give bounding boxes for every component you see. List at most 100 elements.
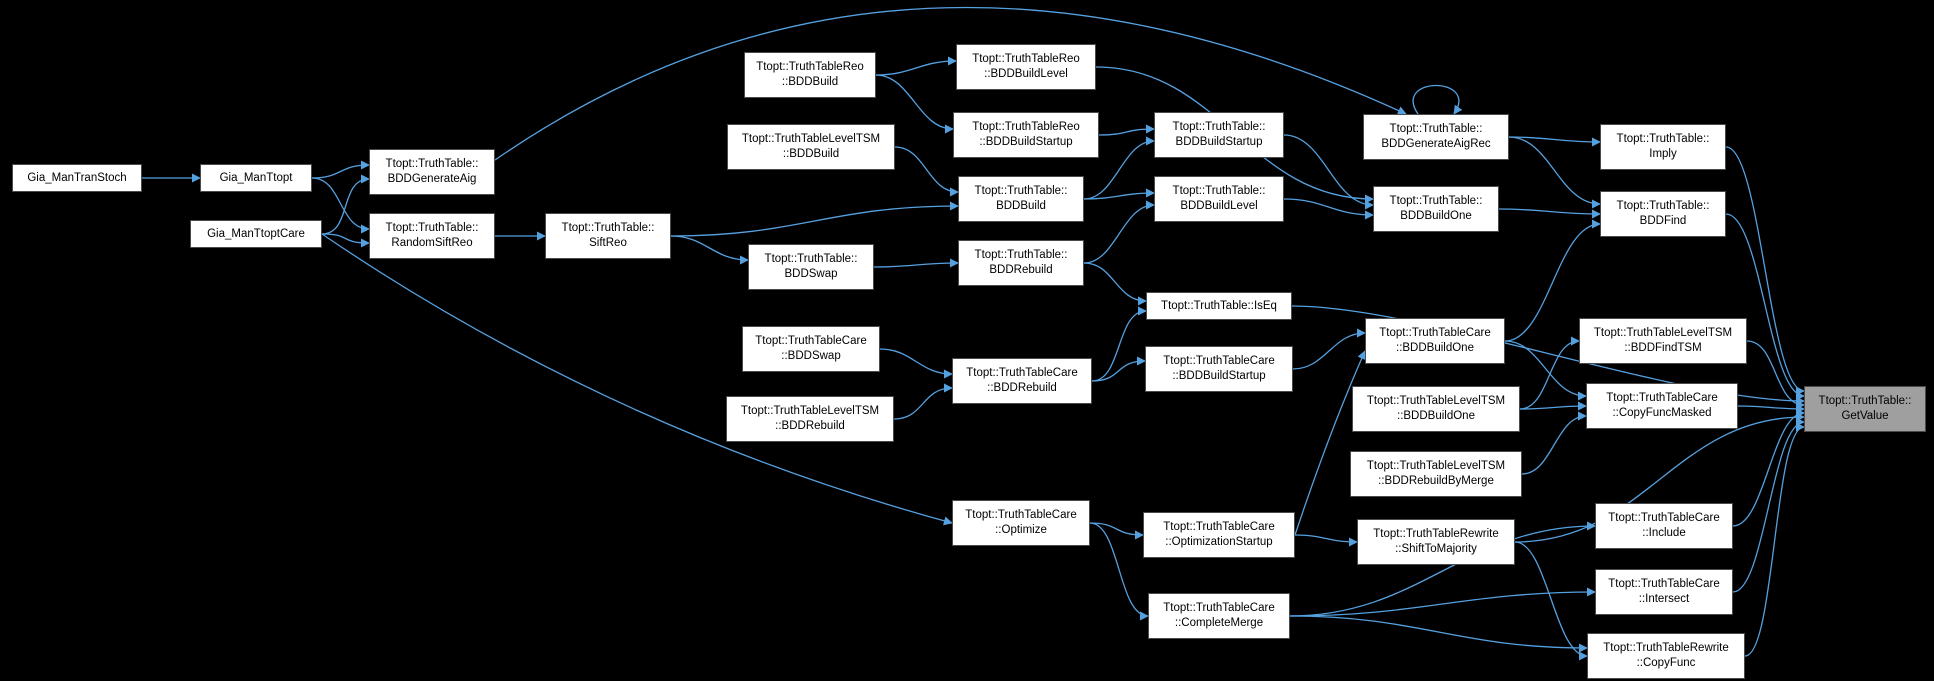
node-label-line: RandomSiftReo <box>391 237 473 249</box>
node-label-line: Ttopt::TruthTable::IsEq <box>1161 299 1277 312</box>
node-care-optimization-startup[interactable]: Ttopt::TruthTableCare::OptimizationStart… <box>1143 512 1295 558</box>
edge-care-include--tt-get-value <box>1732 408 1805 527</box>
edge-gia-man-ttopt-care--tt-random-sift-reo <box>321 233 370 248</box>
node-label-line: Ttopt::TruthTableLevelTSM <box>740 405 880 418</box>
node-tsm-bdd-build[interactable]: Ttopt::TruthTableLevelTSM::BDDBuild <box>727 124 895 170</box>
node-tsm-bdd-find-tsm[interactable]: Ttopt::TruthTableLevelTSM::BDDFindTSM <box>1579 318 1747 364</box>
edge-tt-bdd-generate-aig--tt-bdd-generate-aig-rec <box>494 6 1407 161</box>
node-label-line: Ttopt::TruthTableLevelTSM <box>1366 460 1506 473</box>
node-label-line: Ttopt::TruthTableLevelTSM <box>1593 327 1733 340</box>
node-gia-man-tran-stoch[interactable]: Gia_ManTranStoch <box>12 164 142 192</box>
node-tt-get-value[interactable]: Ttopt::TruthTable::GetValue <box>1804 386 1926 432</box>
node-label-line: Ttopt::TruthTableReo <box>972 121 1080 134</box>
node-label-line: BDDGenerateAigRec <box>1381 138 1491 150</box>
node-gia-man-ttopt-care[interactable]: Gia_ManTtoptCare <box>190 220 322 248</box>
node-tt-bdd-generate-aig[interactable]: Ttopt::TruthTable::BDDGenerateAig <box>369 149 495 195</box>
edge-tt-imply--tt-get-value <box>1725 146 1805 396</box>
node-label-line: Ttopt::TruthTableRewrite <box>1603 642 1729 655</box>
node-label-line: SiftReo <box>589 237 627 249</box>
node-label-line: Ttopt::TruthTable:: <box>974 185 1068 198</box>
node-label-line: Ttopt::TruthTable:: <box>1172 185 1266 198</box>
edge-care-complete-merge--care-include <box>1289 521 1596 617</box>
edge-care-complete-merge--rewrite-copy-func <box>1289 615 1588 653</box>
edge-reo-bdd-build--reo-bdd-build-startup <box>875 74 954 134</box>
edge-tsm-bdd-build-one--care-copy-func-masked <box>1519 401 1587 411</box>
edge-tt-bdd-build-one--tt-bdd-find <box>1498 208 1601 219</box>
edge-tt-sift-reo--tt-bdd-swap <box>670 235 749 265</box>
node-label-line: Ttopt::TruthTable:: <box>1616 133 1710 146</box>
edge-gia-man-ttopt--tt-random-sift-reo <box>311 177 370 234</box>
node-rewrite-copy-func[interactable]: Ttopt::TruthTableRewrite::CopyFunc <box>1587 633 1745 679</box>
node-tt-bdd-rebuild[interactable]: Ttopt::TruthTable::BDDRebuild <box>958 240 1084 286</box>
node-care-include[interactable]: Ttopt::TruthTableCare::Include <box>1595 503 1733 549</box>
node-label-line: ::BDDBuildOne <box>1397 410 1475 422</box>
node-care-intersect[interactable]: Ttopt::TruthTableCare::Intersect <box>1595 569 1733 615</box>
node-label-line: ::BDDBuild <box>782 148 840 160</box>
node-label-line: Ttopt::TruthTableCare <box>1608 578 1720 591</box>
edge-tt-bdd-generate-aig-rec--tt-imply <box>1508 136 1601 147</box>
node-label-line: BDDRebuild <box>989 264 1053 276</box>
node-care-optimize[interactable]: Ttopt::TruthTableCare::Optimize <box>952 500 1090 546</box>
node-label-line: Ttopt::TruthTableCare <box>1163 602 1275 615</box>
node-tt-is-eq[interactable]: Ttopt::TruthTable::IsEq <box>1146 292 1292 320</box>
node-label-line: Ttopt::TruthTableCare <box>966 367 1078 380</box>
node-tsm-bdd-rebuild[interactable]: Ttopt::TruthTableLevelTSM::BDDRebuild <box>726 396 894 442</box>
node-label-line: Ttopt::TruthTableLevelTSM <box>1366 395 1506 408</box>
node-label-line: BDDGenerateAig <box>387 173 477 185</box>
node-care-bdd-build-one[interactable]: Ttopt::TruthTableCare::BDDBuildOne <box>1365 318 1505 364</box>
node-care-bdd-build-startup[interactable]: Ttopt::TruthTableCare::BDDBuildStartup <box>1145 346 1293 392</box>
node-tsm-bdd-rebuild-by-merge[interactable]: Ttopt::TruthTableLevelTSM::BDDRebuildByM… <box>1350 451 1522 497</box>
node-label-line: Ttopt::TruthTable:: <box>385 158 479 171</box>
node-label-line: Ttopt::TruthTable:: <box>1389 195 1483 208</box>
node-care-complete-merge[interactable]: Ttopt::TruthTableCare::CompleteMerge <box>1148 593 1290 639</box>
node-reo-bdd-build-level[interactable]: Ttopt::TruthTableReo::BDDBuildLevel <box>956 44 1096 90</box>
edge-gia-man-ttopt-care--tt-bdd-generate-aig <box>321 174 370 235</box>
node-reo-bdd-build-startup[interactable]: Ttopt::TruthTableReo::BDDBuildStartup <box>953 112 1099 158</box>
node-tt-sift-reo[interactable]: Ttopt::TruthTable::SiftReo <box>545 213 671 259</box>
node-tt-imply[interactable]: Ttopt::TruthTable::Imply <box>1600 124 1726 170</box>
node-label-line: Ttopt::TruthTable:: <box>1818 395 1912 408</box>
node-tt-bdd-swap[interactable]: Ttopt::TruthTable::BDDSwap <box>748 244 874 290</box>
edge-tt-bdd-generate-aig-rec--tt-bdd-find <box>1508 136 1601 209</box>
node-tt-bdd-generate-aig-rec[interactable]: Ttopt::TruthTable::BDDGenerateAigRec <box>1363 114 1509 160</box>
node-tt-bdd-build-startup[interactable]: Ttopt::TruthTable::BDDBuildStartup <box>1154 112 1284 158</box>
edge-care-bdd-swap--care-bdd-rebuild <box>879 348 953 379</box>
node-label-line: ::BDDRebuild <box>987 382 1057 394</box>
edge-tt-bdd-rebuild--tt-bdd-build-level <box>1083 200 1155 264</box>
edge-care-bdd-rebuild--tt-is-eq <box>1091 306 1147 382</box>
edge-tt-is-eq--tt-get-value <box>1291 305 1805 406</box>
node-care-bdd-swap[interactable]: Ttopt::TruthTableCare::BDDSwap <box>742 326 880 372</box>
node-label-line: ::OptimizationStartup <box>1165 536 1273 548</box>
node-label-line: Imply <box>1649 148 1677 160</box>
edge-rewrite-shift-to-majority--rewrite-copy-func <box>1514 541 1588 661</box>
node-tt-bdd-build[interactable]: Ttopt::TruthTable::BDDBuild <box>958 176 1084 222</box>
node-label-line: Gia_ManTtoptCare <box>207 227 305 240</box>
edge-care-bdd-build-one--tt-bdd-find <box>1504 219 1601 342</box>
node-label-line: BDDSwap <box>784 268 838 280</box>
node-gia-man-ttopt[interactable]: Gia_ManTtopt <box>200 164 312 192</box>
edge-care-optimization-startup--care-bdd-build-one <box>1294 350 1366 536</box>
node-tt-random-sift-reo[interactable]: Ttopt::TruthTable::RandomSiftReo <box>369 213 495 259</box>
edge-care-optimization-startup--rewrite-shift-to-majority <box>1294 534 1358 547</box>
node-tt-bdd-build-level[interactable]: Ttopt::TruthTable::BDDBuildLevel <box>1154 176 1284 222</box>
node-label-line: ::ShiftToMajority <box>1395 543 1477 555</box>
edge-tt-bdd-generate-aig-rec--tt-bdd-generate-aig-rec <box>1412 84 1463 115</box>
node-care-bdd-rebuild[interactable]: Ttopt::TruthTableCare::BDDRebuild <box>952 358 1092 404</box>
node-rewrite-shift-to-majority[interactable]: Ttopt::TruthTableRewrite::ShiftToMajorit… <box>1357 519 1515 565</box>
node-label-line: Ttopt::TruthTable:: <box>1172 121 1266 134</box>
node-tsm-bdd-build-one[interactable]: Ttopt::TruthTableLevelTSM::BDDBuildOne <box>1352 386 1520 432</box>
node-care-copy-func-masked[interactable]: Ttopt::TruthTableCare::CopyFuncMasked <box>1586 383 1738 429</box>
node-tt-bdd-find[interactable]: Ttopt::TruthTable::BDDFind <box>1600 191 1726 237</box>
edge-care-bdd-rebuild--care-bdd-build-startup <box>1091 356 1146 382</box>
node-label-line: GetValue <box>1841 410 1889 422</box>
edge-tt-bdd-swap--tt-bdd-rebuild <box>873 258 959 268</box>
edge-tsm-bdd-build-one--tsm-bdd-find-tsm <box>1519 336 1580 410</box>
node-label-line: ::BDDRebuildByMerge <box>1378 475 1494 487</box>
node-label-line: ::CopyFunc <box>1636 657 1696 669</box>
node-label-line: Ttopt::TruthTableCare <box>965 509 1077 522</box>
node-label-line: Ttopt::TruthTable:: <box>764 253 858 266</box>
node-reo-bdd-build[interactable]: Ttopt::TruthTableReo::BDDBuild <box>744 52 876 98</box>
node-tt-bdd-build-one[interactable]: Ttopt::TruthTable::BDDBuildOne <box>1373 186 1499 232</box>
